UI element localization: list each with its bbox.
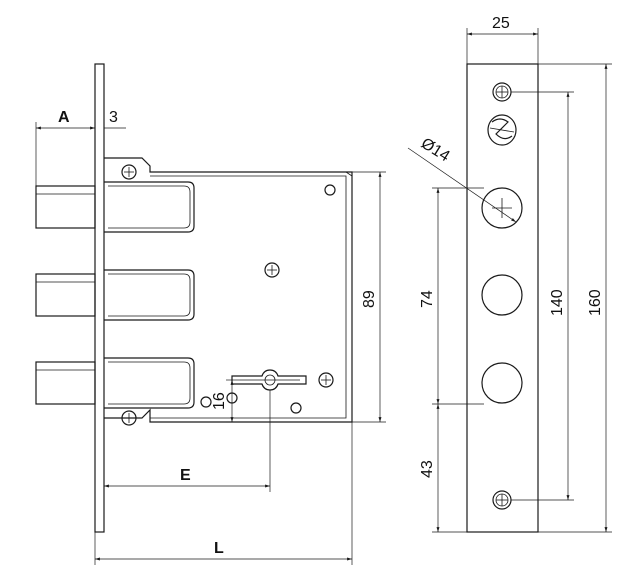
dim-160-label: 160	[587, 289, 604, 316]
dimension-74: 74	[419, 187, 484, 405]
screw-plate-top-icon	[492, 82, 512, 102]
bolt-hole-middle	[481, 274, 523, 316]
dim-e-label: E	[180, 467, 191, 484]
dimension-3: 3	[103, 109, 126, 158]
dimension-140: 140	[511, 91, 574, 501]
faceplate-front	[466, 63, 539, 533]
bolt-hole-bottom	[481, 362, 523, 404]
dimension-diameter: Ø14	[407, 135, 517, 223]
dimension-a: A	[35, 109, 96, 186]
brand-logo-icon	[487, 114, 517, 146]
lock-case	[104, 157, 353, 423]
bolt-bottom	[35, 357, 195, 409]
screw-bottom-right-icon	[318, 372, 334, 388]
dim-l-label: L	[214, 540, 224, 557]
case-hole-top	[324, 184, 336, 196]
dimension-89: 89	[352, 171, 386, 423]
bolt-middle	[35, 269, 195, 321]
dim-16-label: 16	[211, 392, 228, 410]
dim-74-label: 74	[419, 290, 436, 308]
dim-diameter-label: Ø14	[418, 135, 453, 165]
dim-25-label: 25	[492, 15, 510, 32]
case-hole-right	[290, 402, 302, 414]
screw-bottom-left-icon	[121, 410, 137, 426]
dim-89-label: 89	[361, 290, 378, 308]
dimension-25: 25	[466, 15, 539, 64]
dim-43-label: 43	[419, 460, 436, 478]
case-hole-left	[200, 396, 212, 408]
faceplate-side	[94, 63, 105, 533]
dimension-160: 160	[538, 63, 612, 533]
dimension-l: L	[94, 422, 353, 565]
dim-140-label: 140	[549, 289, 566, 316]
dimension-16: 16	[211, 379, 240, 423]
bolt-top	[35, 181, 195, 233]
screw-plate-bottom-icon	[492, 490, 512, 510]
dim-3-label: 3	[109, 109, 118, 126]
dimension-e: E	[104, 390, 271, 492]
keyhole-mechanism	[231, 369, 307, 391]
screw-top-left-icon	[121, 164, 137, 180]
dimension-43: 43	[419, 404, 467, 533]
dim-a-label: A	[58, 109, 70, 126]
screw-center-icon	[264, 262, 280, 278]
